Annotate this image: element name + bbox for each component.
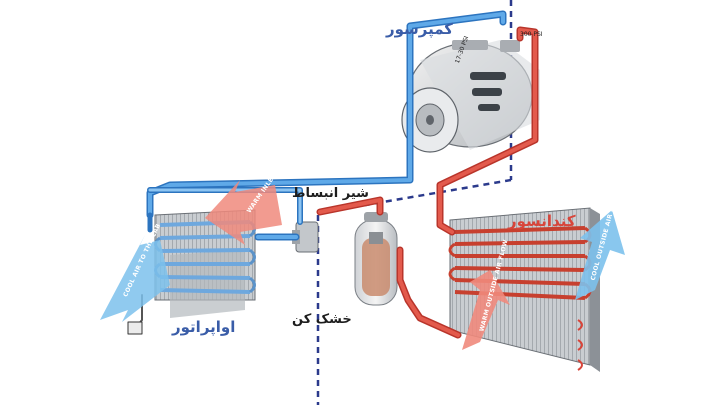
compressor-unit (401, 40, 540, 153)
evaporator-label: اواپراتور (172, 318, 236, 336)
high-pressure-line (316, 26, 539, 339)
condenser-unit (448, 207, 600, 372)
dryer-receiver (354, 212, 398, 306)
compressor-label: کمپرسور (386, 20, 454, 38)
condenser-label: کندانسور (508, 212, 576, 230)
high-side-pressure: 300 PSI (520, 31, 543, 38)
dryer-label: خشک کن (292, 312, 352, 327)
expansion-valve-label: شیر انبساط (292, 186, 369, 201)
low-pressure-line (127, 10, 507, 335)
